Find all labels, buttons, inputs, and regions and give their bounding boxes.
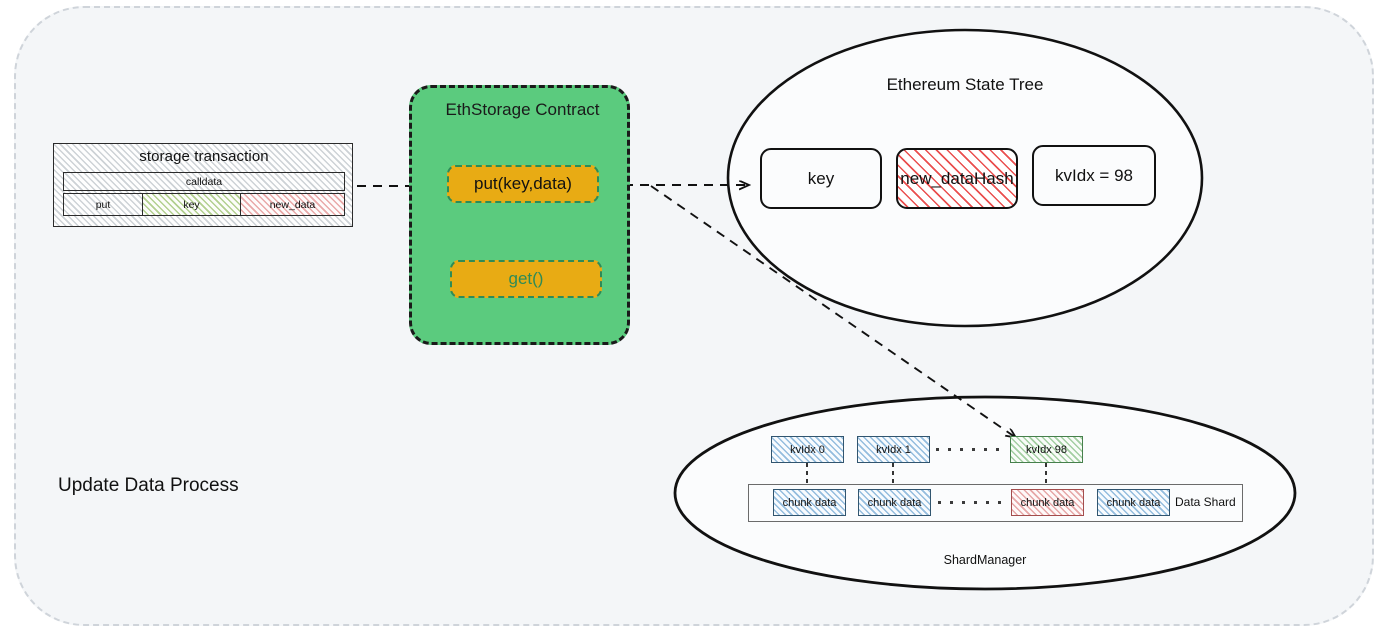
- ethstorage-contract-title: EthStorage Contract: [445, 100, 600, 119]
- shard-kvidx-1: kvIdx 1: [857, 436, 930, 463]
- shard-manager-title: ShardManager: [943, 553, 1027, 567]
- kvidx-ellipsis-dots: [936, 448, 999, 451]
- chunk-data-98: chunk data: [1011, 489, 1084, 516]
- data-shard-label: Data Shard: [1175, 495, 1236, 509]
- calldata-group: calldata put key new_data: [63, 172, 345, 218]
- calldata-label: calldata: [63, 172, 345, 191]
- shard-kvidx-98: kvIdx 98: [1010, 436, 1083, 463]
- ethereum-state-tree-title: Ethereum State Tree: [886, 75, 1044, 94]
- chunk-data-99: chunk data: [1097, 489, 1170, 516]
- diagram-outer-frame: [14, 6, 1374, 626]
- calldata-field-put: put: [63, 193, 143, 216]
- chunk-data-0: chunk data: [773, 489, 846, 516]
- ethstorage-contract-box: EthStorage Contract put(key,data) get(): [409, 85, 630, 345]
- storage-transaction-box: storage transaction calldata put key new…: [53, 143, 353, 227]
- shard-kvidx-0: kvIdx 0: [771, 436, 844, 463]
- calldata-field-new-data: new_data: [241, 193, 345, 216]
- state-node-key: key: [760, 148, 882, 209]
- state-node-kvidx: kvIdx = 98: [1032, 145, 1156, 206]
- contract-function-put[interactable]: put(key,data): [447, 165, 599, 203]
- state-node-new-datahash-label: new_dataHash: [900, 168, 1014, 188]
- calldata-field-key: key: [143, 193, 241, 216]
- diagram-caption: Update Data Process: [58, 475, 239, 496]
- calldata-fields: put key new_data: [63, 193, 345, 216]
- contract-function-get[interactable]: get(): [450, 260, 602, 298]
- chunk-data-1: chunk data: [858, 489, 931, 516]
- state-node-new-datahash: new_dataHash: [896, 148, 1018, 209]
- chunk-ellipsis-dots: [938, 501, 1001, 504]
- storage-transaction-title: storage transaction: [139, 148, 269, 165]
